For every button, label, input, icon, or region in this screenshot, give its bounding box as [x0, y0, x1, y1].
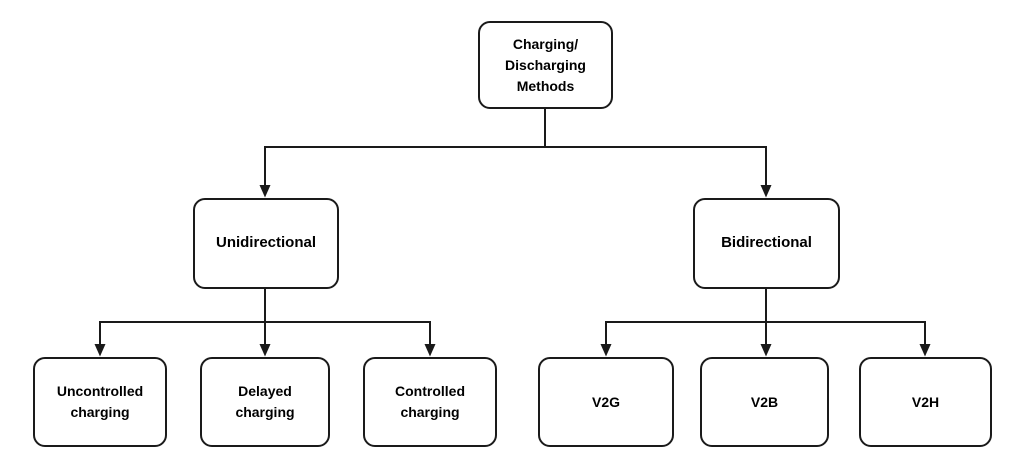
node-v2b: V2B — [700, 357, 829, 447]
node-v2h: V2H — [859, 357, 992, 447]
node-label: V2G — [591, 393, 620, 410]
node-uncontrolled-charging: Uncontrolled charging — [33, 357, 167, 447]
arrowhead-delayed — [259, 344, 271, 357]
node-charging-discharging-methods: Charging/ Discharging Methods — [478, 21, 613, 109]
arrowhead-v2b — [760, 344, 772, 357]
edge-root-rail — [264, 146, 767, 190]
arrowhead-v2g — [600, 344, 612, 357]
node-delayed-charging: Delayed charging — [200, 357, 330, 447]
arrowhead-v2h — [919, 344, 931, 357]
node-label: V2B — [750, 393, 779, 410]
node-v2g: V2G — [538, 357, 674, 447]
node-label: Controlled charging — [395, 383, 465, 420]
node-label: V2H — [911, 393, 940, 410]
arrowhead-uncontrolled — [94, 344, 106, 357]
node-label: Charging/ Discharging Methods — [505, 35, 586, 94]
node-label: Delayed charging — [235, 383, 295, 420]
arrowhead-unidirectional — [259, 185, 271, 198]
node-controlled-charging: Controlled charging — [363, 357, 497, 447]
node-label: Bidirectional — [721, 234, 812, 252]
arrowheads — [94, 185, 931, 357]
node-label: Uncontrolled charging — [56, 383, 144, 420]
arrowhead-controlled — [424, 344, 436, 357]
node-bidirectional: Bidirectional — [693, 198, 840, 289]
node-label: Unidirectional — [215, 234, 316, 252]
arrowhead-bidirectional — [760, 185, 772, 198]
node-unidirectional: Unidirectional — [193, 198, 339, 289]
